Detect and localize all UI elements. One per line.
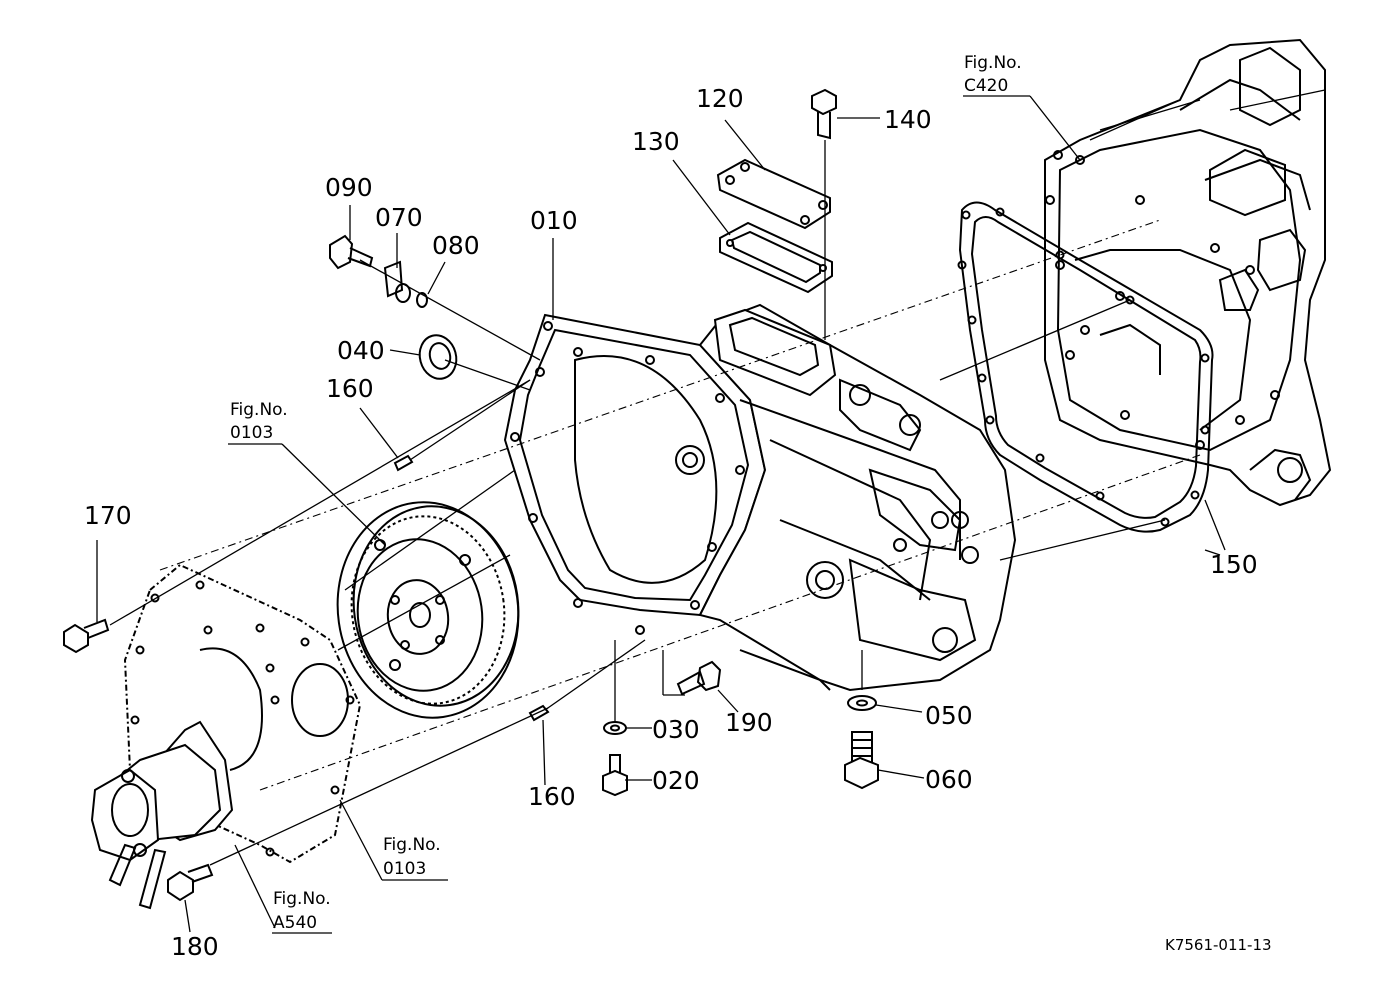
washer-030-drawing <box>603 721 627 735</box>
bolt-190-drawing <box>676 660 722 696</box>
drain-plug-060-drawing <box>844 731 879 790</box>
pin-160-lower-drawing <box>528 704 550 722</box>
callout-040: 040 <box>337 336 385 365</box>
callout-120: 120 <box>696 84 744 113</box>
fig-ref-a540-code: A540 <box>273 913 317 933</box>
fig-ref-c420-caption: Fig.No. <box>964 53 1022 73</box>
transmission-case-c420-drawing <box>1044 38 1332 507</box>
callout-030: 030 <box>652 715 700 744</box>
fig-ref-0103-top-code: 0103 <box>230 423 273 443</box>
gasket-130-drawing <box>719 221 833 294</box>
clutch-housing-010-drawing <box>503 238 1017 692</box>
callout-020: 020 <box>652 766 700 795</box>
explode-lines <box>109 219 1201 866</box>
fig-ref-a540-caption: Fig.No. <box>273 889 331 909</box>
bolt-140-drawing <box>811 88 837 340</box>
washer-050-drawing <box>847 695 877 711</box>
callout-180: 180 <box>171 932 219 961</box>
fig-ref-0103-bottom-code: 0103 <box>383 859 426 879</box>
callout-090: 090 <box>325 173 373 202</box>
o-ring-080-drawing <box>416 292 428 308</box>
callout-060: 060 <box>925 765 973 794</box>
flywheel-drawing <box>336 501 520 719</box>
callout-160-upper: 160 <box>326 374 374 403</box>
bolt-020-drawing <box>602 754 628 797</box>
fig-ref-0103-top-caption: Fig.No. <box>230 400 288 420</box>
figure-references: Fig.No. C420 Fig.No. 0103 Fig.No. 0103 F… <box>230 53 1022 933</box>
callout-050: 050 <box>925 701 973 730</box>
callout-010: 010 <box>530 206 578 235</box>
callout-140: 140 <box>884 105 932 134</box>
pin-160-upper-drawing <box>393 454 414 472</box>
cover-120-drawing <box>716 158 831 230</box>
oil-seal-040-drawing <box>389 334 458 380</box>
callout-070: 070 <box>375 203 423 232</box>
bolt-180-drawing <box>167 863 214 933</box>
fig-ref-c420-code: C420 <box>964 76 1008 96</box>
callout-160-lower: 160 <box>528 782 576 811</box>
callout-150: 150 <box>1210 550 1258 579</box>
gasket-150-drawing <box>957 201 1226 551</box>
adapter-plate-drawing <box>123 563 362 864</box>
starter-motor-drawing <box>90 720 276 929</box>
callout-190: 190 <box>725 708 773 737</box>
bolt-170-drawing <box>63 618 110 654</box>
fig-ref-0103-bottom-caption: Fig.No. <box>383 835 441 855</box>
callout-170: 170 <box>84 501 132 530</box>
drawing-code: K7561-011-13 <box>1165 936 1272 954</box>
callout-130: 130 <box>632 127 680 156</box>
callout-080: 080 <box>432 231 480 260</box>
callout-labels: 010 020 030 040 050 060 070 080 090 120 … <box>84 84 1258 961</box>
callout-leaders <box>96 95 1221 934</box>
bolt-090-drawing <box>329 234 374 270</box>
